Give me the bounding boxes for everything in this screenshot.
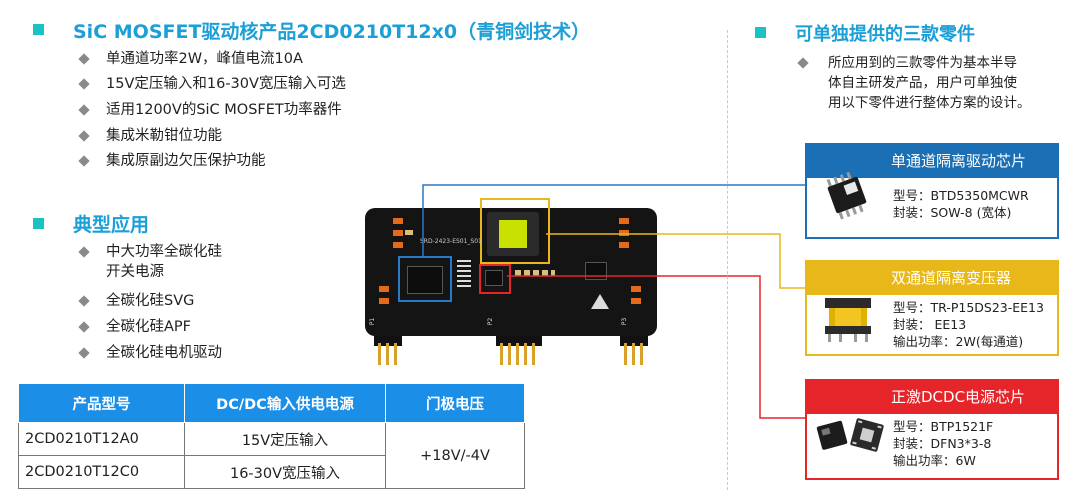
- table-row: 2CD0210T12C0 16-30V宽压输入: [18, 455, 525, 489]
- part-spec-line: 型号：BTD5350MCWR: [893, 188, 1029, 203]
- silk-label: SRD-2423-ES01_S01: [420, 238, 482, 245]
- component: [619, 230, 629, 236]
- part-card-transformer: 双通道隔离变压器 型号：TR-P15DS23-EE13 封装： EE13 输出功…: [805, 260, 1059, 356]
- pin: [394, 343, 397, 365]
- pin: [500, 343, 503, 365]
- resistor-array: [457, 260, 471, 288]
- application-item: 中大功率全碳化硅: [106, 244, 222, 260]
- pin: [508, 343, 511, 365]
- component: [619, 242, 629, 248]
- driver-chip-highlight: [398, 256, 452, 302]
- column-divider: [727, 30, 728, 490]
- table-cell: +18V/-4V: [385, 422, 525, 489]
- pin: [640, 343, 643, 365]
- pin-header: [496, 336, 542, 346]
- part-spec-line: 型号：BTP1521F: [893, 419, 994, 434]
- component: [379, 298, 389, 304]
- dcdc-chip: [485, 270, 503, 286]
- feature-item: 集成米勒钳位功能: [106, 128, 222, 144]
- section-marker: [33, 24, 44, 35]
- parts-title: 可单独提供的三款零件: [795, 24, 975, 45]
- component: [515, 270, 555, 276]
- component: [393, 230, 403, 236]
- driver-chip: [407, 266, 443, 294]
- feature-item: 单通道功率2W，峰值电流10A: [106, 51, 303, 67]
- dfn-chip-icon: [816, 418, 884, 452]
- product-spec-table: 产品型号 DC/DC输入供电电源 门极电压 2CD0210T12A0 15V定压…: [18, 383, 525, 489]
- callout-line-transformer: [546, 233, 805, 289]
- part-card-driver: 单通道隔离驱动芯片 型号：BTD5350MCWR 封装：SOW-8 (宽体): [805, 143, 1059, 239]
- applications-title: 典型应用: [73, 214, 150, 236]
- component: [405, 230, 413, 235]
- table-row: 2CD0210T12A0 15V定压输入 +18V/-4V: [18, 422, 525, 489]
- component: [619, 218, 629, 224]
- parts-desc: 用以下零件进行整体方案的设计。: [828, 95, 1031, 111]
- pin: [632, 343, 635, 365]
- table-header: 门极电压: [385, 383, 525, 423]
- component: [393, 242, 403, 248]
- soic-chip-icon: [826, 171, 867, 220]
- table-cell: 2CD0210T12A0: [18, 422, 185, 456]
- parts-desc: 体自主研发产品，用户可单独使: [828, 75, 1017, 91]
- transformer-core: [499, 220, 527, 248]
- pin: [524, 343, 527, 365]
- pin: [378, 343, 381, 365]
- part-name: 正激DCDC电源芯片: [807, 381, 1057, 414]
- callout-line-dcdc: [507, 275, 805, 419]
- component: [631, 286, 641, 292]
- pin-header: [620, 336, 648, 346]
- part-spec-line: 输出功率：6W: [893, 453, 976, 468]
- table-cell: 16-30V宽压输入: [184, 455, 386, 489]
- part-spec-line: 封装： EE13: [893, 317, 967, 332]
- feature-item: 15V定压输入和16-30V宽压输入可选: [106, 76, 346, 92]
- part-card-dcdc: 正激DCDC电源芯片 型号：BTP1521F 封装：DFN3*3-8 输出功率：…: [805, 379, 1059, 480]
- callout-line-driver: [422, 184, 805, 257]
- part-spec-line: 封装：SOW-8 (宽体): [893, 205, 1012, 220]
- feature-item: 集成原副边欠压保护功能: [106, 153, 266, 169]
- component: [631, 298, 641, 304]
- dcdc-chip-highlight: [479, 264, 511, 294]
- part-name: 双通道隔离变压器: [807, 262, 1057, 295]
- pin: [386, 343, 389, 365]
- part-spec-line: 输出功率：2W(每通道): [893, 334, 1024, 349]
- application-item: 全碳化硅APF: [106, 319, 192, 335]
- section-marker: [755, 27, 766, 38]
- component: [379, 286, 389, 292]
- application-item: 全碳化硅电机驱动: [106, 345, 222, 361]
- warning-icon: [591, 294, 609, 309]
- pin: [516, 343, 519, 365]
- application-item: 全碳化硅SVG: [106, 293, 195, 309]
- table-cell: 2CD0210T12C0: [18, 455, 185, 489]
- table-cell: 15V定压输入: [184, 422, 386, 456]
- product-title: SiC MOSFET驱动核产品2CD0210T12x0（青铜剑技术）: [73, 21, 591, 43]
- component: [393, 218, 403, 224]
- transformer-highlight: [480, 198, 550, 264]
- parts-desc: 所应用到的三款零件为基本半导: [828, 55, 1017, 71]
- pin-header: [374, 336, 402, 346]
- transformer-icon: [825, 298, 871, 342]
- pin: [624, 343, 627, 365]
- pin: [532, 343, 535, 365]
- section-marker: [33, 218, 44, 229]
- transformer: [487, 212, 539, 256]
- part-spec-line: 型号：TR-P15DS23-EE13: [893, 300, 1044, 315]
- application-item: 开关电源: [106, 264, 164, 280]
- feature-item: 适用1200V的SiC MOSFET功率器件: [106, 102, 342, 118]
- part-spec-line: 封装：DFN3*3-8: [893, 436, 992, 451]
